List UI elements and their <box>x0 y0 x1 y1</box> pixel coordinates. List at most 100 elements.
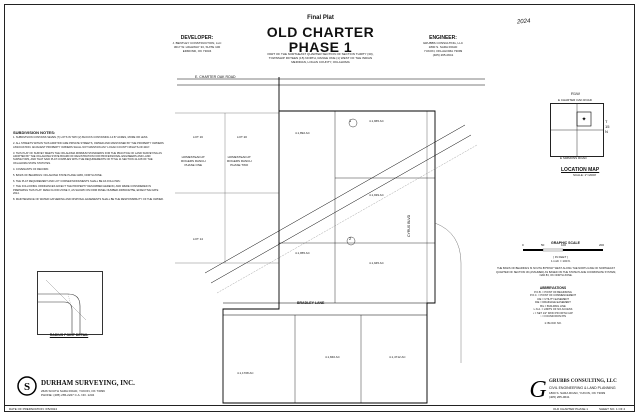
lot-area: 4.1,4712 AC <box>389 355 406 359</box>
footer-sheet: SHEET NO. 1 OF 2 <box>599 407 626 411</box>
abbreviation-legend: ABBREVIATIONS P.O.B. = POINT OF BEGINNIN… <box>493 286 613 325</box>
engineer-line: (405) 265-0641 <box>432 53 454 57</box>
township-line: N <box>605 129 608 134</box>
location-map-title: LOCATION MAP <box>561 167 600 173</box>
svg-text:S: S <box>24 381 30 393</box>
township-line: 15 <box>605 124 610 129</box>
phase-label-line: PHASE TWO <box>230 163 249 167</box>
location-road-south: E SIMMONS ROAD <box>560 156 587 160</box>
scale-ratio: 1 inch = 100 ft. <box>551 259 571 263</box>
notes-heading: SUBDIVISION NOTES: <box>13 130 56 135</box>
note-item: 2. ALL STREETS WITHIN THIS ADDITION ARE … <box>13 142 164 149</box>
legend-item: P.O.C. = POINT OF COMMENCEMENT <box>529 294 577 297</box>
consultant-name: GRUBBS CONSULTING, LLC <box>549 379 617 384</box>
note-item: 6. THE PLAT REQUIREMENT AND LOT CORNER M… <box>13 179 121 183</box>
svg-text:G: G <box>529 377 546 401</box>
surveyor-line: PHONE: (405) 265-2227 C.A. NO. 1234 <box>41 393 95 397</box>
township-line: T <box>605 119 608 124</box>
consultant-line: 1800 S. SARA ROAD, YUKON, OK 73099 <box>549 391 606 395</box>
note-item: 3. THIS PLAT OF SURVEY MEETS THE OKLAHOM… <box>13 151 162 165</box>
developer-heading: DEVELOPER: <box>180 35 214 41</box>
location-road-north: E CHARTER OAK ROAD <box>558 98 592 102</box>
phase-label-line: HOMESTEAD AT <box>181 155 205 159</box>
location-map-scale: SCALE: 1"=2000' <box>573 173 597 177</box>
subtitle-line: TOWNSHIP FIFTEEN (15) NORTH, RANGE ONE (… <box>268 56 373 60</box>
engineer-line: YUKON, OKLAHOMA 73099 <box>423 49 463 53</box>
developer-line: J. BENTLEY CONSTRUCTION, LLC <box>172 41 222 45</box>
footer-rule <box>5 405 634 406</box>
graphic-scale-title: GRAPHIC SCALE <box>551 241 580 245</box>
phase-two-label: HOMESTEAD AT ROGERS RANCH PHASE TWO <box>227 155 252 167</box>
legend-block-no: ① BLOCK NO. <box>544 321 562 325</box>
phase-one-label: HOMESTEAD AT ROGERS RANCH PHASE ONE <box>181 155 206 167</box>
engineer-line: 1800 S. SARA ROAD <box>428 45 458 49</box>
legend-item: P.O.B. = POINT OF BEGINNING <box>534 290 572 294</box>
plat-title: OLD CHARTER PHASE 1 <box>5 25 636 55</box>
location-range: R1W <box>571 91 580 96</box>
surveyor-logo-icon: S <box>17 376 37 396</box>
legend-item: • = SET 1/2" IRON PIN WITH CAP <box>533 311 573 315</box>
basis-of-bearings-note: THE BASIS OF BEARINGS IS SOUTH 89°59'40"… <box>496 267 616 277</box>
scale-tick: 50 <box>541 243 545 247</box>
note-item: 4. COVENANTS OF RECORD. <box>13 167 50 171</box>
developer-block: DEVELOPER: J. BENTLEY CONSTRUCTION, LLC … <box>157 35 237 53</box>
graphic-scale-bar <box>523 248 603 252</box>
scale-tick: 0 <box>522 243 524 247</box>
developer-line: 3017 W. HIGHWAY 33, SUITE 100 <box>173 45 221 49</box>
surveyor-name: DURHAM SURVEYING, INC. <box>41 379 135 387</box>
legend-item: B/L = BUILDING LINE <box>540 304 566 308</box>
lot-area: 4.1,965 AC <box>369 119 384 123</box>
legend-heading: ABBREVIATIONS <box>539 286 567 290</box>
subtitle-line: PART OF THE NORTHEAST QUARTER SECTION OF… <box>267 52 374 56</box>
svg-text:✦: ✦ <box>581 116 586 123</box>
phase-label-line: PHASE ONE <box>184 163 203 167</box>
footer-plat-name: OLD CHARTER PHASE 1 <box>553 407 588 411</box>
plat-drawing <box>175 77 485 404</box>
legend-item: U/E = UTILITY EASEMENT <box>537 297 569 301</box>
lot-area: 4.1,840 AC <box>325 355 340 359</box>
engineer-heading: ENGINEER: <box>429 35 457 41</box>
location-township: T 15 N <box>605 119 609 134</box>
legend-item: ○ = FOUND IRON PIN <box>540 315 566 318</box>
plat-subtitle: PART OF THE NORTHEAST QUARTER SECTION OF… <box>5 52 636 64</box>
legend-item: L.N.A. = LIMITS OF NO ACCESS <box>533 308 573 311</box>
lot-area: 4.1,892 AC <box>295 131 310 135</box>
plat-title-line1: OLD CHARTER <box>266 24 375 40</box>
lot-label: LOT 14 <box>193 237 203 241</box>
phase-label-line: HOMESTEAD AT <box>227 155 251 159</box>
surveyor-line: 2626 SOUTH SARA ROAD, YUKON, OK 73099 <box>41 389 105 393</box>
radius-point-detail <box>37 271 103 335</box>
block-number-2: 2 <box>349 236 352 241</box>
radius-detail-label: RADIUS POINT DETAIL <box>49 333 89 337</box>
consultant-logo-icon: G <box>529 377 546 401</box>
developer-line: EDMOND, OK 73034 <box>182 49 212 53</box>
footer-date: DATE OF PREPARATION: 6/5/2024 <box>9 407 58 411</box>
scale-tick: 100 <box>561 243 567 247</box>
final-plat-label: Final Plat <box>307 15 334 21</box>
radius-detail-drawing <box>38 279 87 334</box>
scale-tick: 200 <box>599 243 605 247</box>
note-item: 5. BASIS OF BEARINGS: OKLAHOMA STATE PLA… <box>13 173 103 177</box>
note-item: 1. SUBDIVISION CONTAINS SEVEN (7) LOTS I… <box>13 136 149 140</box>
location-map-drawing: ✦ <box>551 104 603 156</box>
lot-label: LOT 20 <box>237 135 247 139</box>
lot-label: LOT 16 <box>193 135 203 139</box>
consultant-line: (405) 265-0641 <box>549 395 570 399</box>
road-label-cyrus: CYRUS BLVD <box>407 214 411 237</box>
lot-area: 4.1,939 AC <box>369 193 384 197</box>
phase-label-line: ROGERS RANCH <box>227 159 252 163</box>
recording-stamp: 2024 <box>516 18 531 26</box>
scale-unit: ( IN FEET ) <box>553 255 569 259</box>
subtitle-line: MERIDIAN, LOGAN COUNTY, OKLAHOMA <box>291 60 350 64</box>
plat-title-line2: PHASE 1 <box>288 39 353 55</box>
engineer-block: ENGINEER: GRUBBS CONSULTING, LLC 1800 S.… <box>403 35 483 57</box>
road-label-charter-oak: E. CHARTER OAK ROAD <box>195 75 236 79</box>
block-number-1: 1 <box>349 118 352 123</box>
subdivision-notes: SUBDIVISION NOTES: 1. SUBDIVISION CONTAI… <box>13 130 165 204</box>
lot-area: 4.1,955 AC <box>295 251 310 255</box>
note-item: 8. MAINTENANCE OF WATER GATHERING AND DI… <box>13 198 164 202</box>
lot-area: 4.1,945 AC <box>369 261 384 265</box>
location-map: ✦ <box>550 103 604 157</box>
phase-label-line: ROGERS RANCH <box>181 159 206 163</box>
note-item: 7. THE FOLLOWING ORDINANCES AFFECT THE P… <box>13 185 159 196</box>
